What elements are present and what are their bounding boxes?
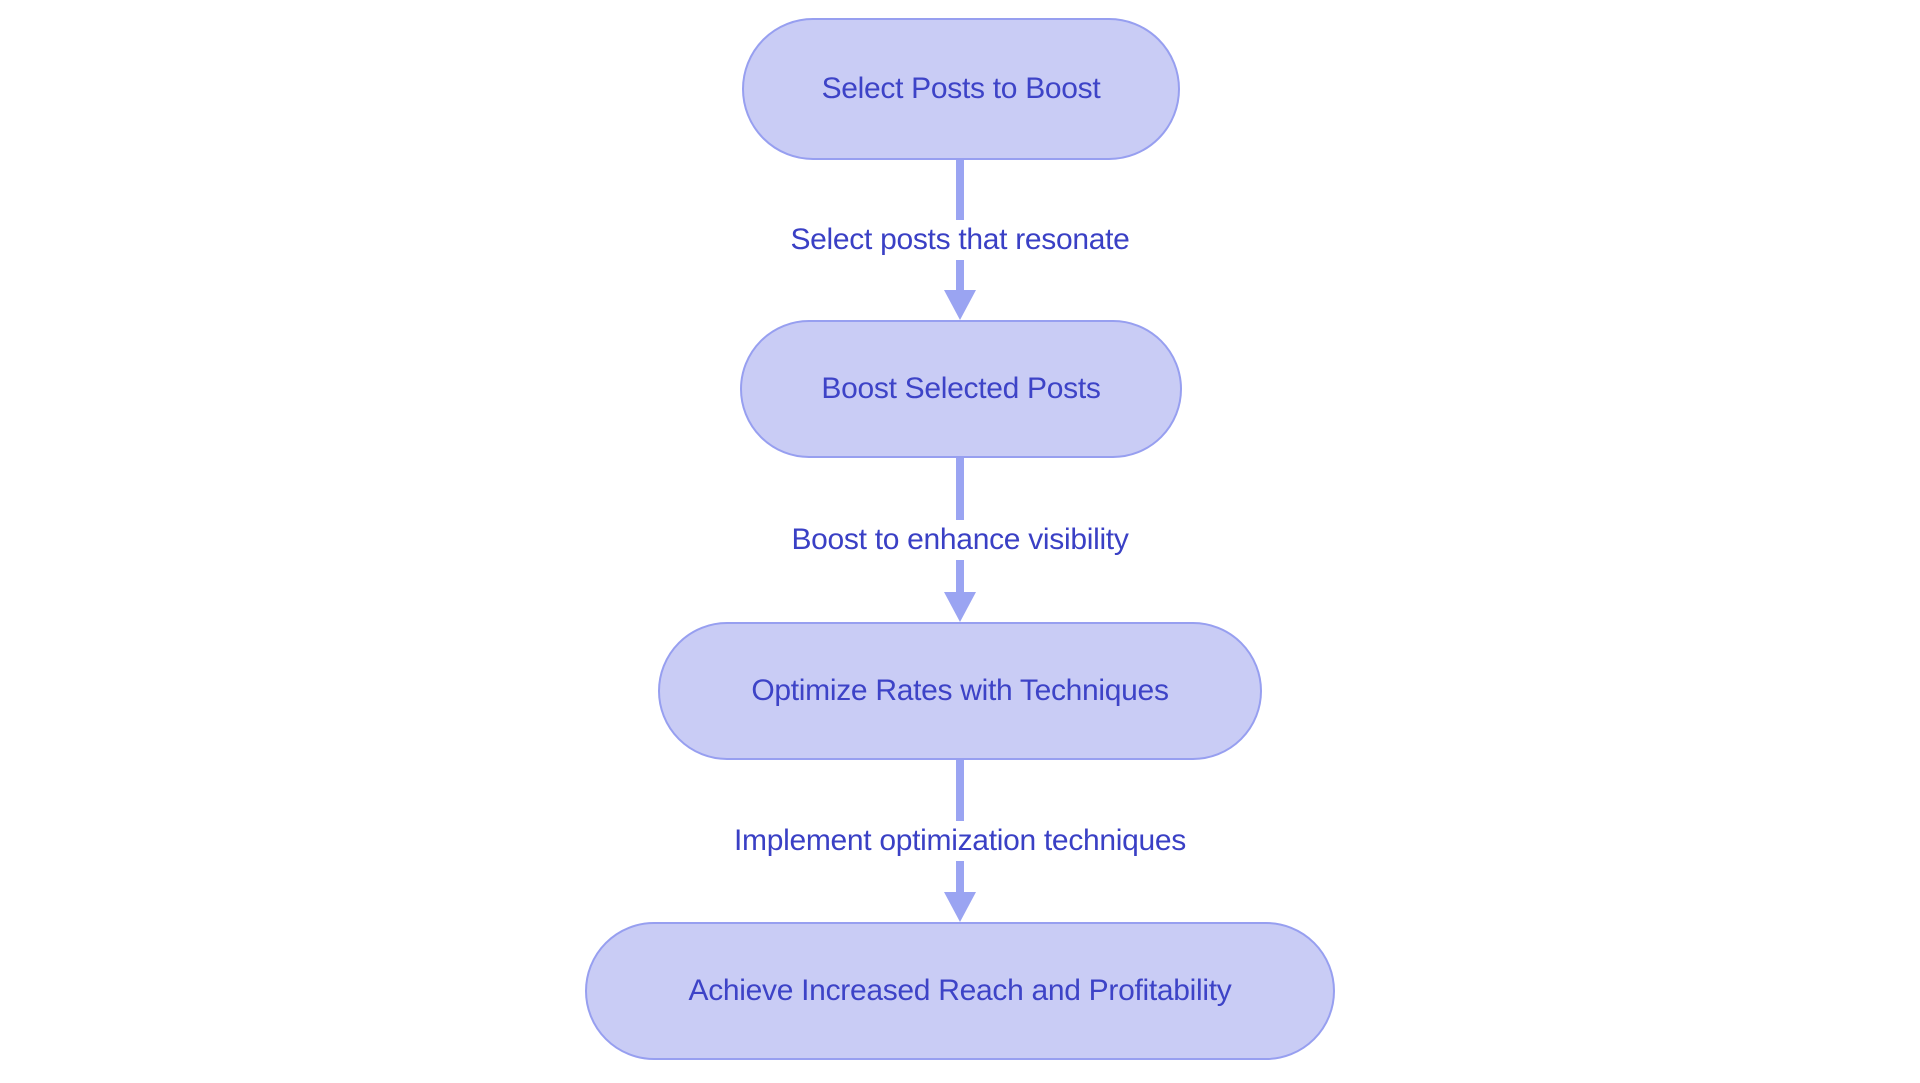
- node-boost-selected-posts: Boost Selected Posts: [740, 320, 1182, 458]
- node-label: Optimize Rates with Techniques: [751, 674, 1169, 707]
- arrowhead-down-icon: [944, 592, 976, 622]
- node-label: Achieve Increased Reach and Profitabilit…: [688, 974, 1232, 1007]
- node-optimize-rates-with-techniques: Optimize Rates with Techniques: [658, 622, 1262, 760]
- arrowhead-down-icon: [944, 892, 976, 922]
- edge-label-boost-to-enhance-visibility: Boost to enhance visibility: [779, 520, 1141, 560]
- node-label: Select Posts to Boost: [821, 72, 1101, 105]
- node-achieve-increased-reach-and-profitability: Achieve Increased Reach and Profitabilit…: [585, 922, 1335, 1060]
- node-select-posts-to-boost: Select Posts to Boost: [742, 18, 1180, 160]
- edge-label-select-posts-that-resonate: Select posts that resonate: [778, 220, 1142, 260]
- node-label: Boost Selected Posts: [821, 372, 1101, 405]
- arrowhead-down-icon: [944, 290, 976, 320]
- edge-label-implement-optimization-techniques: Implement optimization techniques: [721, 821, 1199, 861]
